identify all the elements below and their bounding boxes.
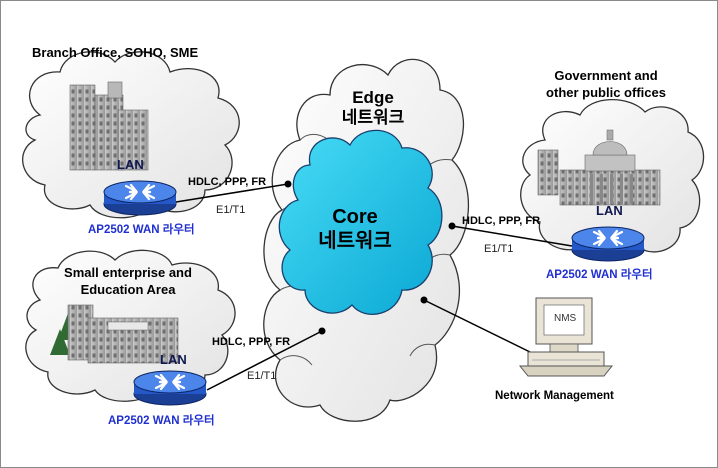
government-protocols-label: HDLC, PPP, FR — [462, 215, 541, 227]
nms-link — [423, 299, 531, 353]
small-enterprise-router-label: AP2502 WAN 라우터 — [108, 415, 215, 427]
branch-router-label: AP2502 WAN 라우터 — [88, 224, 195, 236]
government-link-dot — [448, 222, 456, 230]
branch-line-type-label: E1/T1 — [216, 204, 246, 216]
branch-router-icon — [102, 179, 178, 217]
link-endpoints — [284, 180, 456, 335]
network-management-label: Network Management — [495, 390, 614, 402]
branch-wan-link — [175, 183, 289, 203]
branch-protocols-label: HDLC, PPP, FR — [188, 176, 267, 188]
small-enterprise-title-line2: Education Area — [80, 282, 176, 297]
government-lan-label: LAN — [596, 203, 623, 218]
small-enterprise-line-type-label: E1/T1 — [247, 370, 277, 382]
small-enterprise-link-dot — [318, 327, 326, 335]
core-label-line2: 네트워크 — [318, 230, 392, 252]
government-title-line1: Government and — [554, 68, 658, 83]
small-enterprise-protocols-label: HDLC, PPP, FR — [212, 336, 291, 348]
government-router-icon — [570, 225, 646, 263]
school-building-icon — [50, 304, 179, 364]
government-building-icon — [537, 129, 661, 206]
small-enterprise-title-line1: Small enterprise and — [64, 265, 192, 280]
office-tower-icon — [69, 81, 149, 171]
edge-network-label: Edge 네트워크 — [328, 88, 418, 128]
branch-site-title: Branch Office, SOHO, SME — [32, 45, 199, 60]
core-label-line1: Core — [332, 206, 378, 228]
government-line-type-label: E1/T1 — [484, 243, 514, 255]
government-title-line2: other public offices — [546, 85, 666, 100]
core-network-cloud — [278, 129, 443, 315]
edge-label-line1: Edge — [352, 88, 394, 107]
core-network-label: Core 네트워크 — [300, 205, 410, 253]
small-enterprise-site-title: Small enterprise and Education Area — [38, 264, 218, 298]
nms-computer-icon — [518, 297, 614, 377]
government-wan-link — [451, 225, 573, 247]
nms-screen-label: NMS — [554, 313, 577, 324]
small-enterprise-router-icon — [132, 369, 208, 407]
edge-label-line2: 네트워크 — [341, 108, 405, 127]
small-enterprise-lan-label: LAN — [160, 352, 187, 367]
branch-lan-label: LAN — [117, 157, 144, 172]
wan-links — [175, 183, 573, 391]
small-enterprise-wan-link — [206, 330, 323, 391]
nms-link-dot — [420, 296, 428, 304]
branch-link-dot — [284, 180, 292, 188]
government-site-title: Government and other public offices — [536, 67, 676, 101]
government-router-label: AP2502 WAN 라우터 — [546, 269, 653, 281]
